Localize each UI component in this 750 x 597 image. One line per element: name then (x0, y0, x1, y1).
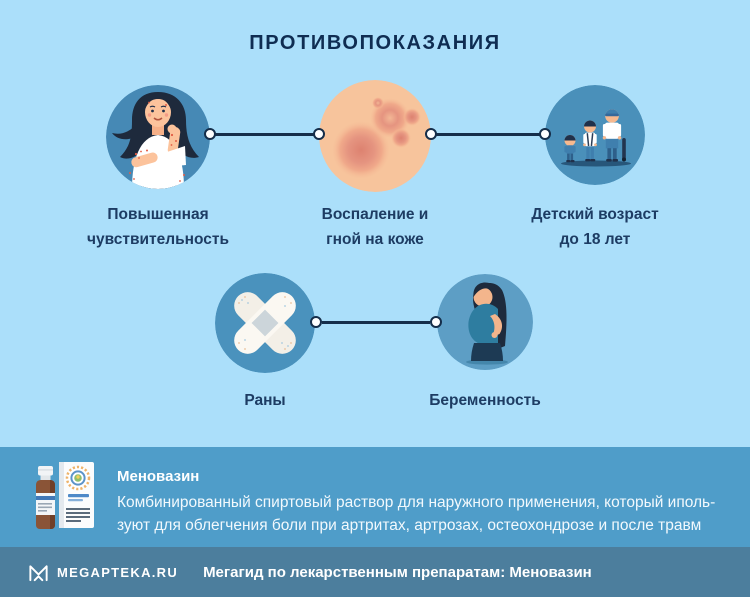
pregnant-woman-icon (437, 274, 533, 370)
allergy-woman-icon (106, 85, 210, 189)
connector-dot (310, 316, 322, 328)
connector-dot (425, 128, 437, 140)
connector-dot (430, 316, 442, 328)
children-icon (545, 85, 645, 185)
connector-dot (313, 128, 325, 140)
page-title: ПРОТИВОПОКАЗАНИЯ (249, 32, 501, 54)
item-label: Детский возраст до 18 лет (531, 206, 659, 248)
item-label: Беременность (429, 392, 541, 409)
connector-dot (204, 128, 216, 140)
connector-line (214, 133, 316, 136)
product-section: Меновазин Комбинированный спиртовый раст… (0, 447, 750, 547)
product-name: Меновазин (117, 468, 200, 485)
megapteka-logo-icon (29, 564, 48, 581)
connector-line (322, 321, 430, 324)
item-label: Раны (244, 392, 286, 409)
item-label: Воспаление и гной на коже (321, 206, 429, 248)
product-description: Комбинированный спиртовый раствор для на… (117, 494, 716, 534)
skin-inflammation-icon (319, 80, 431, 192)
item-label: Повышенная чувствительность (87, 206, 229, 248)
footer-caption: Мегагид по лекарственным препаратам: Мен… (203, 563, 592, 581)
product-bottle-box-image (28, 456, 108, 542)
brand-name: MEGAPTEKA.RU (57, 564, 179, 580)
crossed-bandage-icon (215, 273, 315, 373)
connector-line (436, 133, 540, 136)
footer-bar: MEGAPTEKA.RU Мегагид по лекарственным пр… (0, 547, 750, 597)
connector-dot (539, 128, 551, 140)
